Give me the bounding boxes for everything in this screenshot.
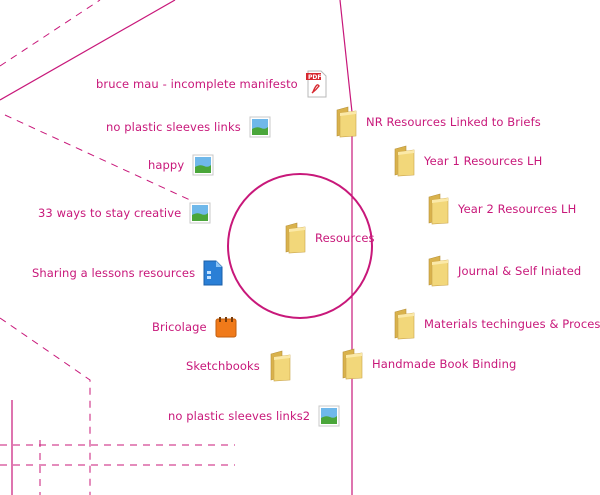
folder-icon (268, 350, 292, 382)
item-label: NR Resources Linked to Briefs (366, 115, 541, 129)
item-label: Journal & Self Iniated (458, 264, 582, 278)
item-year1-resources[interactable]: Year 1 Resources LH (392, 145, 542, 177)
svg-text:PDF: PDF (308, 74, 321, 81)
folder-icon (392, 145, 416, 177)
item-label: Bricolage (152, 320, 207, 334)
item-handmade-book-binding[interactable]: Handmade Book Binding (340, 348, 516, 380)
folder-icon (392, 308, 416, 340)
item-label: bruce mau - incomplete manifesto (96, 77, 298, 91)
item-label: 33 ways to stay creative (38, 206, 182, 220)
notebook-icon (215, 316, 237, 338)
item-bricolage[interactable]: Bricolage (152, 316, 237, 338)
item-sketchbooks[interactable]: Sketchbooks (186, 350, 292, 382)
item-label: no plastic sleeves links2 (168, 409, 311, 423)
image-icon (189, 202, 211, 224)
item-sharing-lessons-resources[interactable]: Sharing a lessons resources (32, 260, 223, 286)
item-label: Handmade Book Binding (372, 357, 517, 371)
folder-icon (283, 222, 307, 254)
image-icon (192, 154, 214, 176)
folder-icon (334, 106, 358, 138)
item-happy[interactable]: happy (148, 154, 214, 176)
item-nr-resources-briefs[interactable]: NR Resources Linked to Briefs (334, 106, 541, 138)
item-bruce-mau-manifesto[interactable]: bruce mau - incomplete manifesto PDF (96, 70, 328, 98)
item-label: Sketchbooks (186, 359, 260, 373)
item-33-ways-creative[interactable]: 33 ways to stay creative (38, 202, 211, 224)
folder-icon (340, 348, 364, 380)
image-icon (318, 405, 340, 427)
pdf-icon: PDF (305, 70, 328, 98)
item-label: no plastic sleeves links (106, 120, 241, 134)
folder-icon (426, 193, 450, 225)
item-materials-techniques[interactable]: Materials techingues & Processes (392, 308, 600, 340)
item-label: Year 2 Resources LH (458, 202, 577, 216)
item-label: happy (148, 158, 185, 172)
folder-icon (426, 255, 450, 287)
center-node-resources[interactable]: Resources (283, 222, 375, 254)
center-label: Resources (315, 231, 375, 245)
image-icon (249, 116, 271, 138)
item-label: Year 1 Resources LH (424, 154, 543, 168)
item-label: Sharing a lessons resources (32, 266, 196, 280)
item-journal-self-initiated[interactable]: Journal & Self Iniated (426, 255, 581, 287)
item-no-plastic-sleeves-links[interactable]: no plastic sleeves links (106, 116, 271, 138)
document-icon (203, 260, 223, 286)
item-no-plastic-sleeves-links2[interactable]: no plastic sleeves links2 (168, 405, 340, 427)
item-year2-resources[interactable]: Year 2 Resources LH (426, 193, 576, 225)
item-label: Materials techingues & Processes (424, 317, 600, 331)
